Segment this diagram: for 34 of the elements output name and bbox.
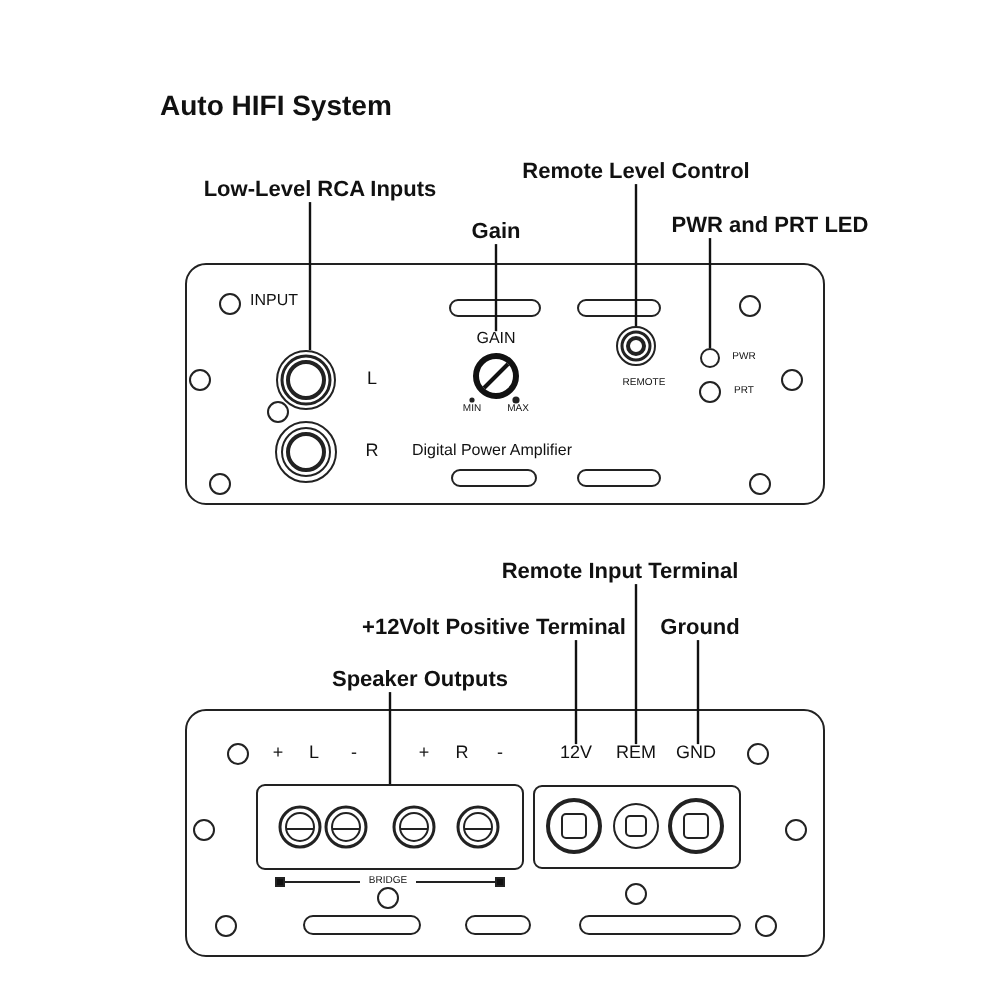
leader-line: [494, 244, 498, 332]
channel-label: L: [309, 744, 319, 764]
terminal-label: 12V: [560, 744, 592, 764]
polarity-label: -: [351, 744, 357, 764]
callout-label: Remote Level Control: [522, 159, 750, 185]
channel-label: L: [367, 370, 377, 390]
terminal-label: GND: [676, 744, 716, 764]
polarity-label: -: [497, 744, 503, 764]
callout-label: +12Volt Positive Terminal: [362, 615, 626, 641]
callout-label: Ground: [660, 615, 740, 641]
panel-label: GAIN: [476, 331, 516, 349]
leader-line: [574, 640, 578, 745]
remote-jack: [616, 326, 656, 366]
callout-label: Speaker Outputs: [331, 667, 509, 693]
polarity-label: +: [272, 744, 284, 764]
leader-line: [634, 184, 638, 326]
leader-line: [308, 202, 312, 350]
channel-label: R: [365, 442, 379, 462]
channel-label: R: [455, 744, 469, 764]
tagline: Auto HIFI System: [160, 90, 392, 122]
callout-label: Gain: [471, 219, 521, 245]
leader-line: [708, 238, 712, 348]
leader-line: [696, 640, 700, 745]
callout-label: Low-Level RCA Inputs: [203, 177, 437, 203]
rca-jack: [276, 350, 336, 410]
leader-line: [634, 584, 638, 745]
leader-line: [388, 692, 392, 784]
callout-label: PWR and PRT LED: [671, 213, 869, 239]
panel-label: Digital Power Amplifier: [411, 443, 573, 461]
terminal-label: REM: [616, 744, 656, 764]
speaker-terminal-block: [256, 784, 524, 870]
callout-label: Remote Input Terminal: [501, 559, 739, 585]
polarity-label: +: [418, 744, 430, 764]
panel-label: INPUT: [250, 293, 298, 311]
